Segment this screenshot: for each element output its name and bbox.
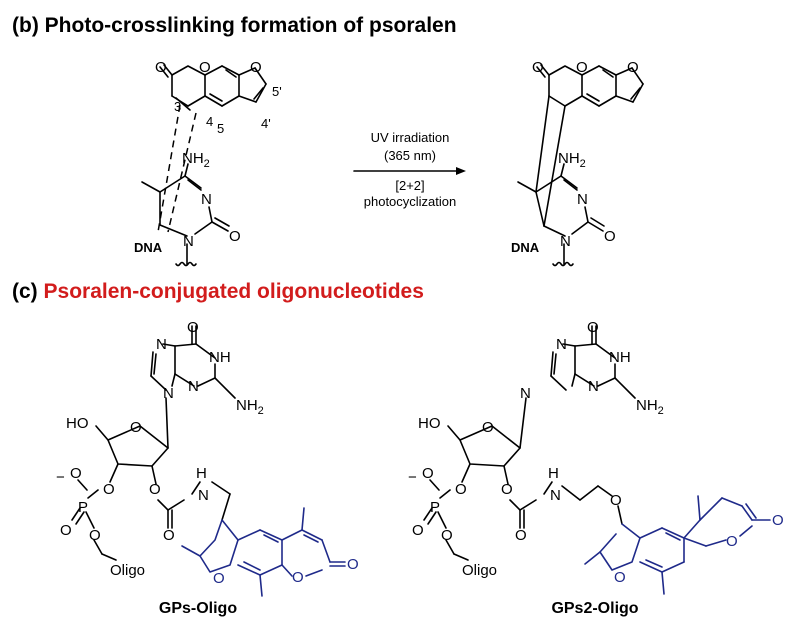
- atom-ho-2: HO: [418, 415, 441, 432]
- gps-psoralen-blue: [181, 507, 346, 597]
- atom-o2-after: O: [604, 228, 616, 245]
- atom-minus-1: −: [56, 469, 65, 486]
- atom-h-1: H: [196, 465, 207, 482]
- thymine-before: [141, 163, 230, 267]
- atom-o-carbonyl: O: [155, 59, 167, 76]
- reaction-condition-4: photocyclization: [364, 194, 457, 209]
- atom-o-carbamate-2: O: [515, 527, 527, 544]
- oligo-label-2: Oligo: [462, 562, 497, 579]
- atom-nh2-before: NH2: [182, 150, 210, 170]
- atom-o-ring-after: O: [576, 59, 588, 76]
- atom-n9-2: N: [520, 385, 531, 402]
- atom-ho-1: HO: [66, 415, 89, 432]
- atom-o-guanine-2: O: [587, 319, 599, 336]
- atom-p-2: P: [430, 499, 440, 516]
- caption-gps-oligo: GPs-Oligo: [159, 600, 237, 617]
- atom-o2-before: O: [229, 228, 241, 245]
- atom-o-sugar-1: O: [130, 419, 142, 436]
- reaction-arrow: [353, 167, 466, 175]
- atom-h-2: H: [548, 465, 559, 482]
- thymine-after: [517, 163, 605, 267]
- atom-minus-2: −: [408, 469, 417, 486]
- reaction-condition-2: (365 nm): [384, 148, 436, 163]
- atom-o2-2: O: [501, 481, 513, 498]
- atom-o-guanine-1: O: [187, 319, 199, 336]
- locant-5: 5: [217, 121, 224, 136]
- atom-o3-2: O: [455, 481, 467, 498]
- atom-o5-2: O: [441, 527, 453, 544]
- atom-o-furan-1: O: [213, 570, 225, 587]
- psoralen-after: [535, 64, 644, 227]
- atom-o-sugar-2: O: [482, 419, 494, 436]
- gps2-oligo-structure: [423, 325, 636, 561]
- atom-nh-1: NH: [209, 349, 231, 366]
- atom-o-furan: O: [250, 59, 262, 76]
- reaction-condition-3: [2+2]: [395, 178, 424, 193]
- atom-o5-1: O: [89, 527, 101, 544]
- atom-n-carbamate-2: N: [550, 487, 561, 504]
- atom-n1-before: N: [183, 233, 194, 250]
- gps-oligo-structure: [71, 325, 236, 561]
- atom-o-carbamate-1: O: [163, 527, 175, 544]
- psoralen-before: [157, 64, 267, 233]
- atom-n9-1: N: [163, 385, 174, 402]
- atom-op-double-2: O: [412, 522, 424, 539]
- atom-o-p-2: O: [422, 465, 434, 482]
- atom-op-double-1: O: [60, 522, 72, 539]
- atom-o-ether-2: O: [610, 492, 622, 509]
- atom-n1-after: N: [560, 233, 571, 250]
- atom-n3-before: N: [201, 191, 212, 208]
- atom-o-lactone-1: O: [292, 569, 304, 586]
- reaction-condition-1: UV irradiation: [371, 130, 450, 145]
- atom-n7-1: N: [156, 336, 167, 353]
- locant-4-prime: 4': [261, 116, 271, 131]
- locant-5-prime: 5': [272, 84, 282, 99]
- atom-o-ring: O: [199, 59, 211, 76]
- atom-n3-1: N: [188, 378, 199, 395]
- gps2-psoralen-blue: [584, 495, 771, 595]
- atom-o2-1: O: [149, 481, 161, 498]
- locant-3: 3: [174, 99, 181, 114]
- atom-o-furan-2: O: [614, 569, 626, 586]
- caption-gps2-oligo: GPs2-Oligo: [551, 600, 638, 617]
- atom-o-carbonyl-2: O: [772, 512, 784, 529]
- atom-n7-2: N: [556, 336, 567, 353]
- atom-n-carbamate-1: N: [198, 487, 209, 504]
- atom-o-lactone-2: O: [726, 533, 738, 550]
- atom-o3-1: O: [103, 481, 115, 498]
- atom-o-furan-after: O: [627, 59, 639, 76]
- dna-label-after: DNA: [511, 240, 540, 255]
- atom-nh2-1: NH2: [236, 397, 264, 417]
- atom-nh2-2: NH2: [636, 397, 664, 417]
- atom-p-1: P: [78, 499, 88, 516]
- section-c-label: (c) Psoralen-conjugated oligonucleotides: [12, 280, 424, 303]
- atom-o-carbonyl-after: O: [532, 59, 544, 76]
- oligo-label-1: Oligo: [110, 562, 145, 579]
- section-b-label: (b) Photo-crosslinking formation of psor…: [12, 14, 457, 37]
- atom-n3-2: N: [588, 378, 599, 395]
- locant-4: 4: [206, 114, 213, 129]
- atom-nh2-after: NH2: [558, 150, 586, 170]
- atom-n3-after: N: [577, 191, 588, 208]
- atom-nh-2: NH: [609, 349, 631, 366]
- atom-o-p-1: O: [70, 465, 82, 482]
- dna-label-before: DNA: [134, 240, 163, 255]
- atom-o-carbonyl-1: O: [347, 556, 359, 573]
